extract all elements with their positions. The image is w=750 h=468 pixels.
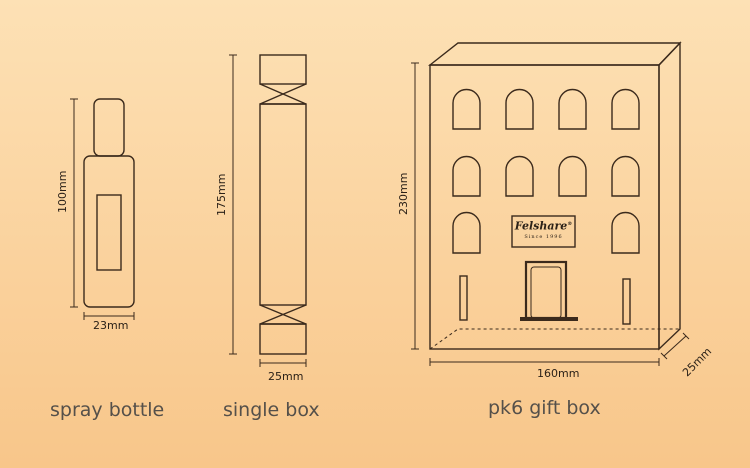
gift-box-drawing [427,41,682,351]
bottle-height-label: 100mm [56,170,69,213]
gift-box-front [429,64,660,350]
box-top-cross [259,83,307,105]
gift-box-width-dimension [429,358,660,366]
gift-box-top [427,42,682,66]
box-width-label: 25mm [268,370,304,383]
single-box-caption: single box [223,399,320,421]
bottle-width-label: 23mm [93,319,129,332]
right-slit [622,278,631,325]
box-bottom-cross [259,304,307,325]
window [505,88,534,130]
window [452,155,481,197]
box-body [259,103,307,306]
window [505,155,534,197]
logo-tagline: Since 1996 [524,233,563,240]
window [611,211,640,254]
logo-brand: Felshare [514,219,568,233]
gift-box-side [658,41,681,351]
gift-box-height-dimension [411,62,419,350]
window [452,211,481,254]
door [520,260,578,321]
bottle-width-dimension [83,312,135,320]
gift-box-depth-dimension [660,332,690,360]
gift-box-hidden-edge [429,328,680,350]
logo-plaque [511,215,576,248]
window [558,88,587,130]
single-box-drawing [259,54,307,355]
box-height-label: 175mm [215,173,228,216]
gift-box-width-label: 160mm [537,367,580,380]
window [452,88,481,130]
spray-bottle-drawing [83,98,135,308]
window [611,88,640,130]
bottle-height-dimension [70,98,78,308]
bottle-label [96,194,122,271]
left-slit [459,275,468,321]
box-height-dimension [229,54,237,355]
bottle-cap [93,98,125,157]
window [611,155,640,197]
box-top-flap [259,54,307,85]
window [558,155,587,197]
bottle-body [83,155,135,308]
gift-box-caption: pk6 gift box [488,397,601,419]
box-bottom-flap [259,323,307,355]
felshare-logo: Felshare® Since 1996 [512,218,575,242]
spray-bottle-caption: spray bottle [50,399,165,421]
gift-box-height-label: 230mm [397,172,410,215]
box-width-dimension [259,359,307,367]
logo-registered-mark: ® [567,221,573,227]
